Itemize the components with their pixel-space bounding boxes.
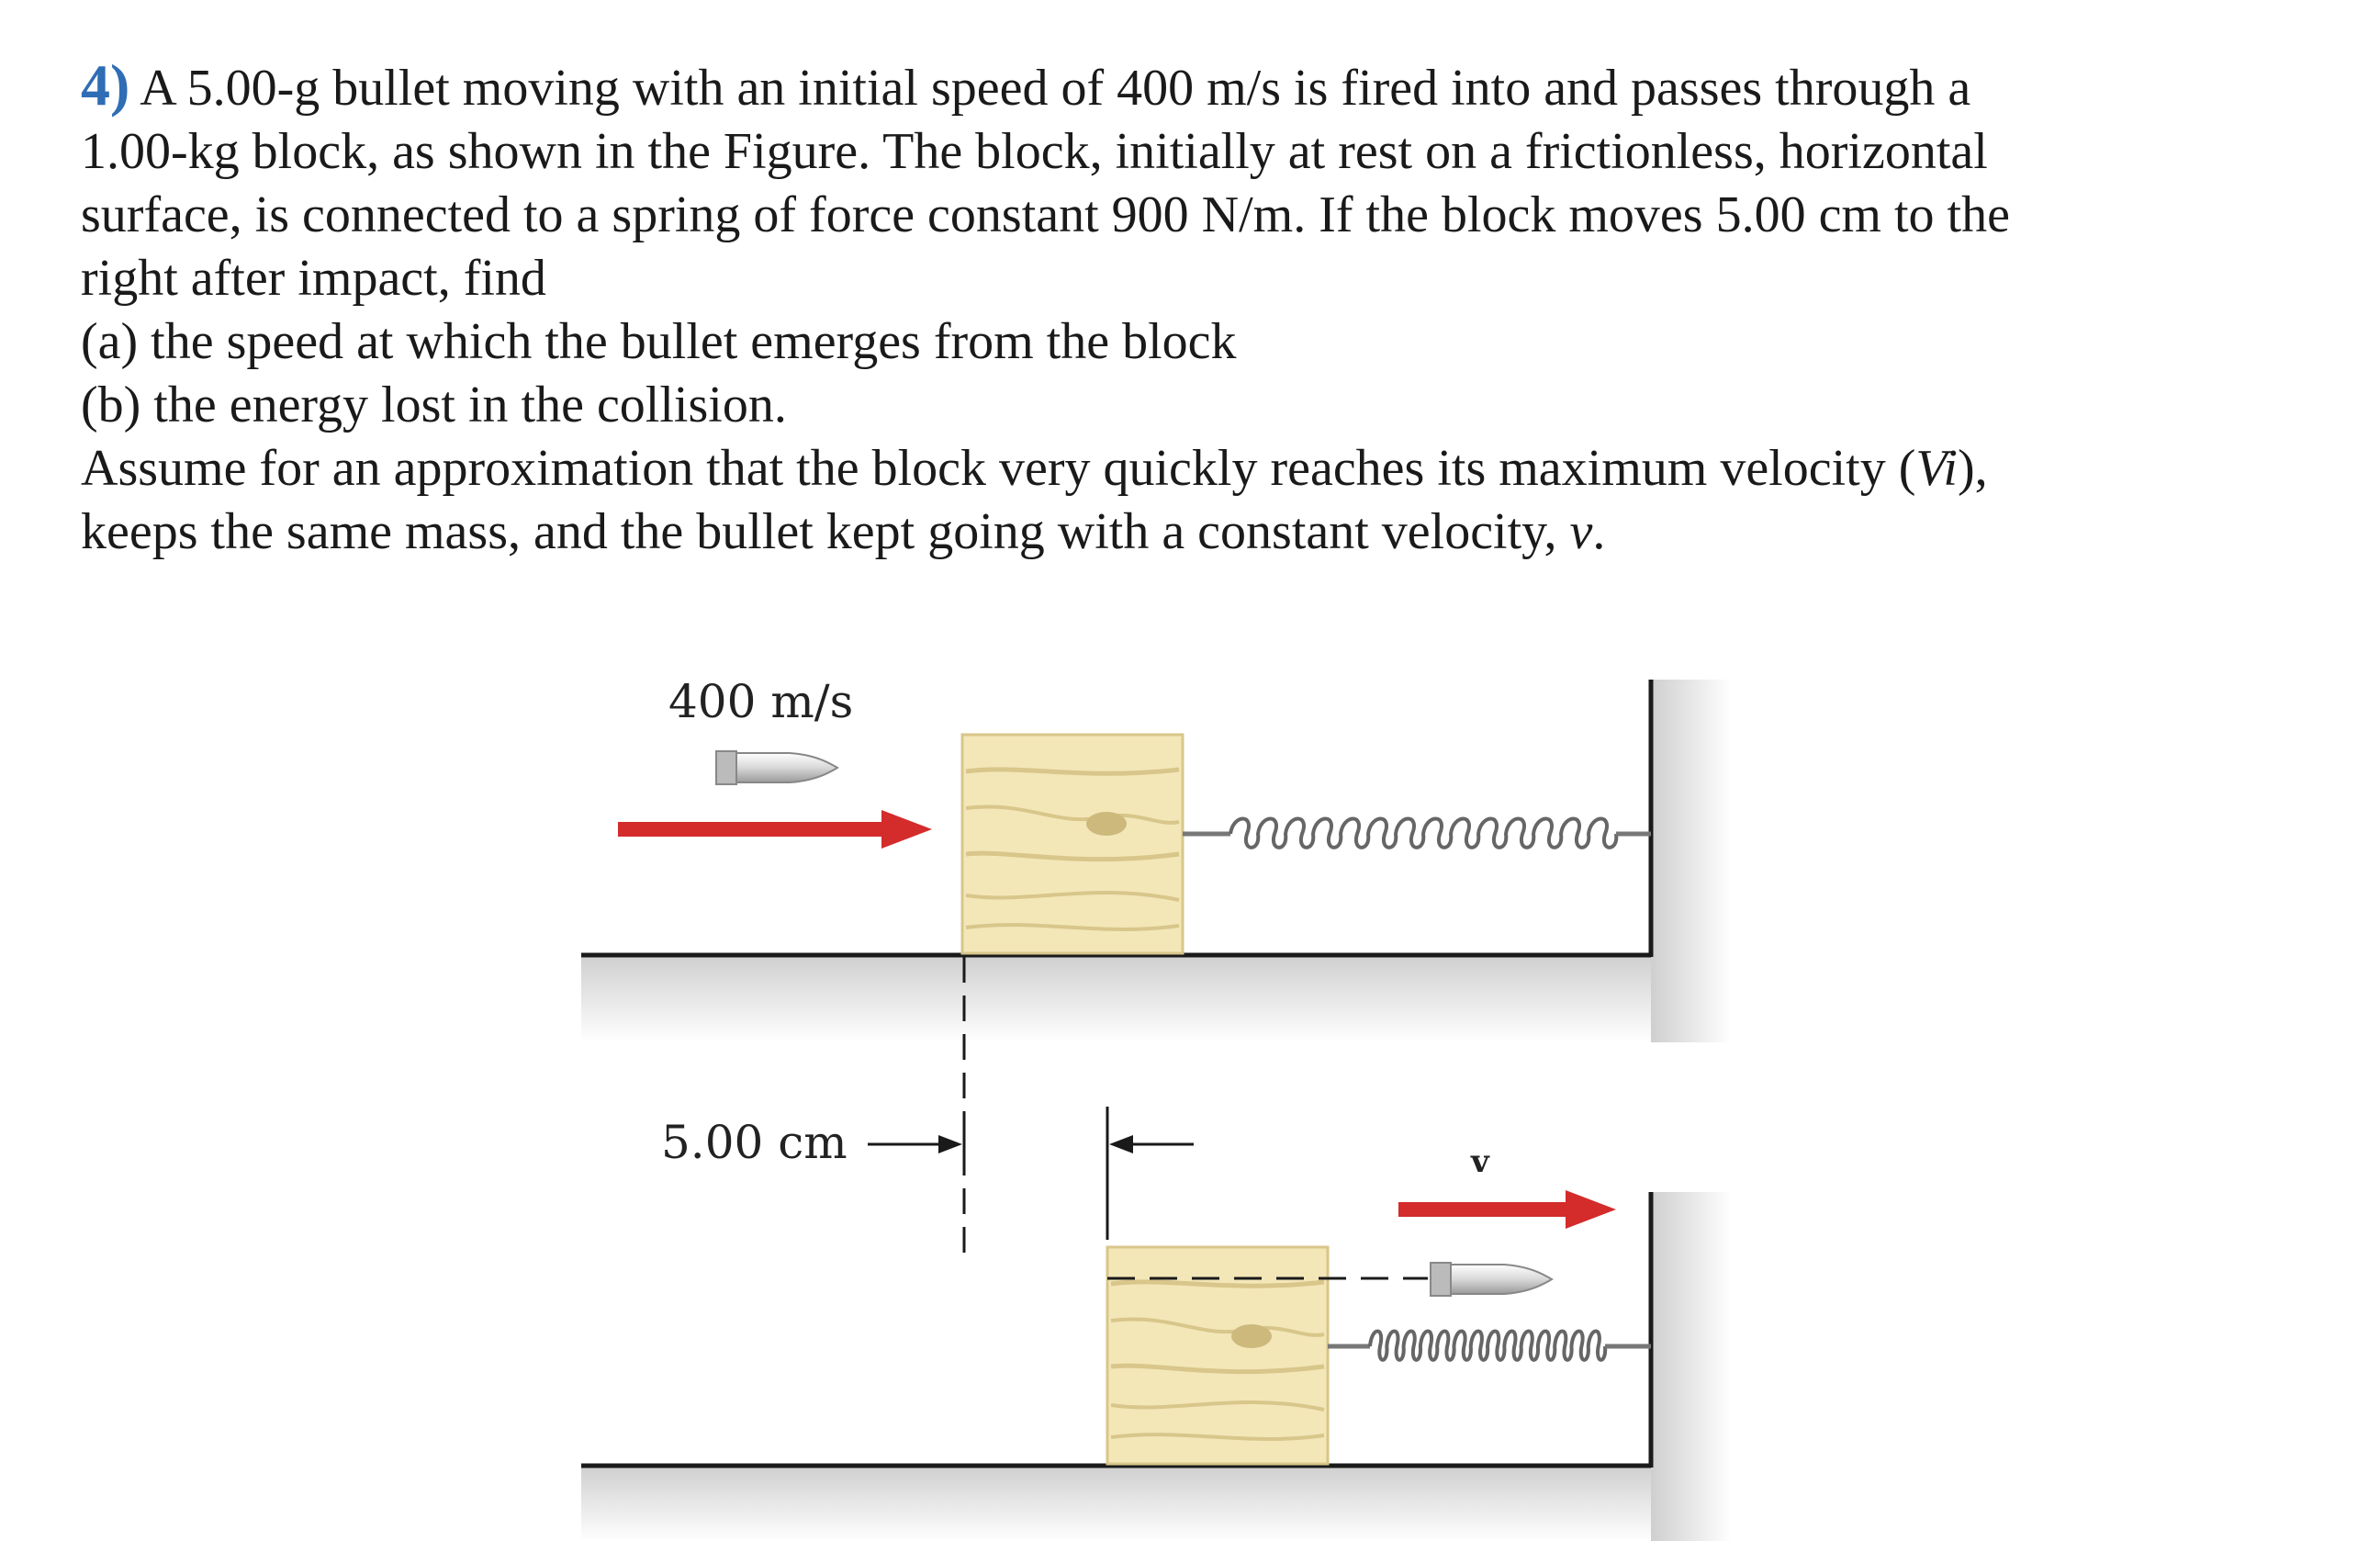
initial-speed-label: 400 m/s <box>668 675 854 728</box>
bottom-velocity-arrow <box>1398 1190 1616 1229</box>
top-floor-shadow <box>581 955 1729 1042</box>
bottom-wood-block <box>1106 1245 1330 1466</box>
bottom-floor-shadow <box>581 1466 1729 1541</box>
top-scene <box>581 680 1732 1258</box>
displacement-arrows <box>868 1107 1194 1240</box>
problem-line-2: 1.00-kg block, as shown in the Figure. T… <box>81 123 1988 180</box>
top-wall-shadow <box>1651 680 1732 1042</box>
vi-variable: Vi <box>1915 440 1958 497</box>
bottom-bullet <box>1430 1262 1555 1297</box>
bottom-spring <box>1368 1329 1608 1362</box>
problem-part-b: (b) the energy lost in the collision. <box>81 377 787 433</box>
bottom-scene <box>581 1190 1732 1541</box>
problem-line-1: 4) A 5.00-g bullet moving with an initia… <box>81 52 1971 118</box>
v-variable: v <box>1569 503 1593 560</box>
top-spring <box>1229 816 1619 849</box>
top-bullet <box>715 750 840 785</box>
problem-line-3: surface, is connected to a spring of for… <box>81 186 2010 243</box>
bottom-wall-shadow <box>1651 1192 1732 1541</box>
top-wood-block <box>960 733 1184 955</box>
problem-number: 4) <box>81 52 130 118</box>
problem-text: 4) A 5.00-g bullet moving with an initia… <box>81 53 2285 564</box>
displacement-label: 5.00 cm <box>661 1116 848 1169</box>
problem-line-4: right after impact, find <box>81 250 546 307</box>
final-velocity-label: v <box>1471 1143 1489 1180</box>
top-velocity-arrow <box>618 810 932 849</box>
problem-line-8: keeps the same mass, and the bullet kept… <box>81 503 1606 560</box>
problem-line-7: Assume for an approximation that the blo… <box>81 440 1988 497</box>
problem-part-a: (a) the speed at which the bullet emerge… <box>81 313 1237 370</box>
